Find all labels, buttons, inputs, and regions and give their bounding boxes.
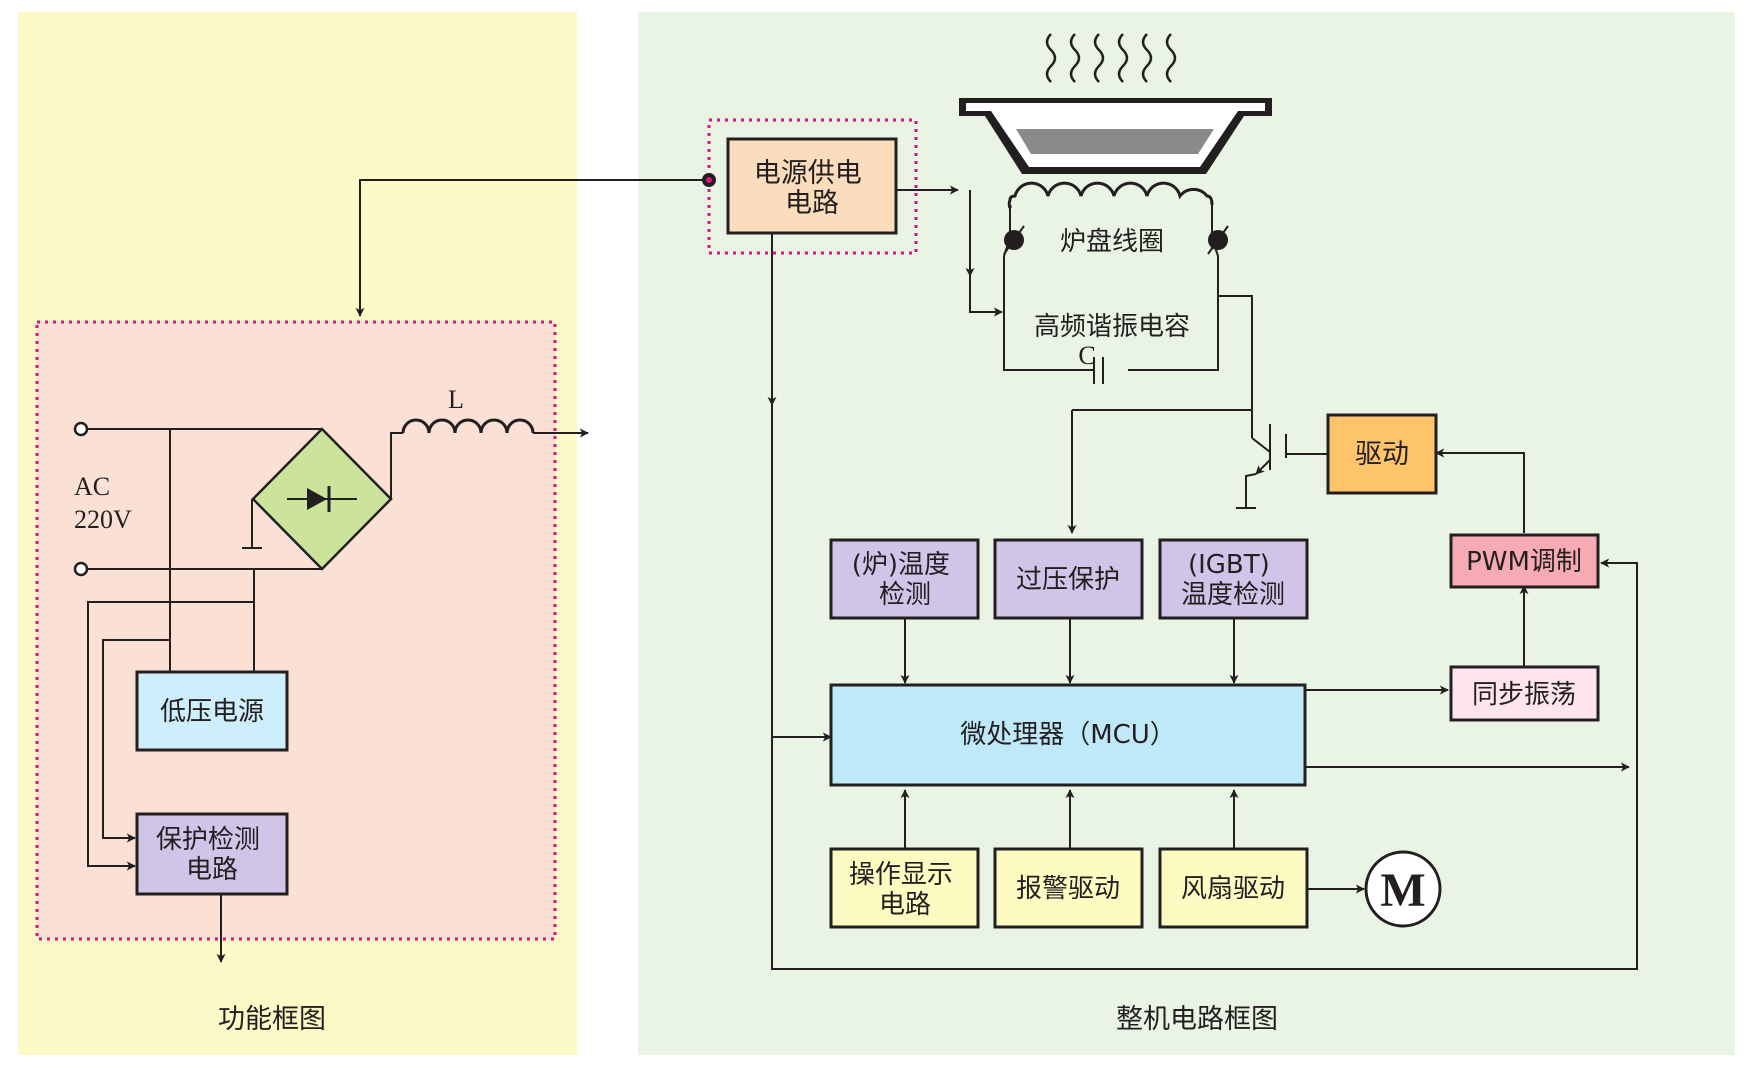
power-supply-label: 电源供电 电路 [754, 158, 871, 219]
ac-terminal-bottom [73, 561, 89, 577]
protection-detect-box [135, 812, 289, 896]
cookware-icon [959, 98, 1272, 174]
right-caption: 整机电路框图 [1116, 1004, 1278, 1035]
sync-osc-box [1449, 665, 1600, 722]
drive-label: 驱动 [1355, 439, 1409, 470]
coil-label: 炉盘线圈 [1060, 227, 1164, 257]
inductor-icon [401, 418, 535, 434]
pwm-box [1449, 533, 1600, 589]
op-display-label: 操作显示 电路 [849, 860, 961, 920]
fan-drive-box [1158, 847, 1309, 929]
overvoltage-box [993, 538, 1144, 620]
motor-label: M [1380, 864, 1425, 917]
op-display-box [829, 847, 980, 929]
alarm-drive-box [993, 847, 1144, 929]
low-voltage-power-box [135, 670, 289, 752]
left-caption: 功能框图 [218, 1004, 326, 1035]
inductor-label: L [448, 385, 464, 414]
ac-terminal-top [73, 421, 89, 437]
overvoltage-label: 过压保护 [1016, 565, 1120, 595]
cooker-temp-box [829, 538, 980, 620]
igbt-temp-label: (IGBT) 温度检测 [1181, 550, 1285, 610]
cap-symbol-label: C [1078, 341, 1095, 370]
drive-box [1326, 413, 1438, 495]
resonant-cap-label: 高频谐振电容 [1034, 312, 1190, 342]
mcu-box [829, 683, 1307, 787]
igbt-temp-box [1158, 538, 1309, 620]
mcu-label: 微处理器（MCU） [960, 720, 1176, 750]
power-supply-highlight [707, 118, 918, 255]
cooker-temp-label: (炉)温度 检测 [852, 550, 959, 610]
power-supply-box [726, 137, 898, 235]
wires [87, 179, 1638, 970]
steam-icon [1045, 33, 1177, 83]
pwm-label: PWM调制 [1466, 547, 1582, 577]
power-area [35, 320, 557, 941]
alarm-drive-label: 报警驱动 [1016, 874, 1120, 904]
low-voltage-power-label: 低压电源 [160, 697, 264, 727]
motor-icon [1364, 850, 1442, 928]
bridge-rectifier-icon [251, 427, 393, 571]
coil-icon [1007, 181, 1214, 209]
sync-osc-label: 同步振荡 [1472, 680, 1576, 710]
fan-drive-label: 风扇驱动 [1181, 874, 1285, 904]
protection-detect-label: 保护检测 电路 [156, 825, 268, 885]
ac-label: AC 220V [74, 472, 132, 534]
